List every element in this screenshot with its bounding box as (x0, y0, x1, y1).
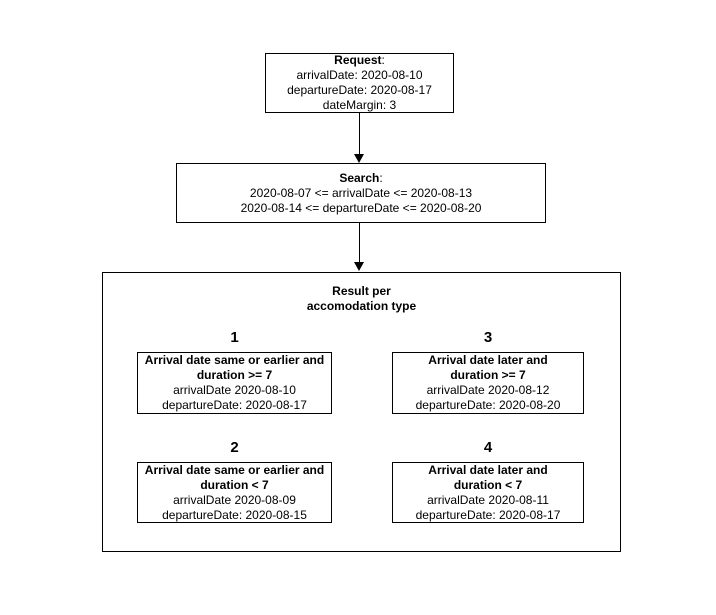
search-arrival-range-line: 2020-08-07 <= arrivalDate <= 2020-08-13 (249, 185, 473, 200)
case-2-condition-line2: duration < 7 (200, 477, 269, 492)
request-box: Request: arrivalDate: 2020-08-10 departu… (265, 53, 454, 113)
search-box-title: Search: (177, 171, 545, 186)
case-1-departure: departureDate: 2020-08-17 (162, 398, 307, 412)
case-4-arrival: arrivalDate 2020-08-11 (427, 492, 549, 507)
case-1-condition-line1: Arrival date same or earlier and (144, 353, 325, 367)
case-box-2: Arrival date same or earlier and duratio… (137, 462, 332, 523)
case-1-condition-line2: duration >= 7 (196, 368, 273, 382)
case-1-arrival: arrivalDate 2020-08-10 (173, 383, 296, 397)
case-number-4: 4 (483, 439, 493, 456)
result-title-line1: Result per (332, 284, 391, 298)
case-box-4: Arrival date later and duration < 7 arri… (392, 462, 584, 523)
case-4-departure: departureDate: 2020-08-17 (415, 507, 561, 522)
case-box-3: Arrival date later and duration >= 7 arr… (392, 352, 584, 414)
request-title-text: Request (334, 53, 382, 67)
search-title-text: Search (339, 170, 380, 185)
request-departure-line: departureDate: 2020-08-17 (287, 83, 432, 97)
case-3-condition-line2: duration >= 7 (450, 368, 526, 382)
case-number-3: 3 (483, 329, 493, 346)
case-2-condition-line1: Arrival date same or earlier and (144, 462, 325, 477)
arrow-request-to-search-head-icon (354, 154, 364, 163)
case-box-1: Arrival date same or earlier and duratio… (137, 352, 332, 414)
case-3-departure: departureDate: 2020-08-20 (415, 398, 561, 412)
result-title-line2: accomodation type (306, 299, 417, 313)
case-3-condition-line1: Arrival date later and (428, 353, 548, 367)
case-4-condition-line1: Arrival date later and (428, 462, 548, 477)
arrow-search-to-result-head-icon (354, 262, 364, 271)
case-3-arrival: arrivalDate 2020-08-12 (426, 383, 550, 397)
result-container-title: Result per accomodation type (103, 284, 620, 314)
search-box: Search: 2020-08-07 <= arrivalDate <= 202… (176, 163, 546, 223)
case-number-2: 2 (230, 439, 239, 456)
request-title-colon: : (381, 53, 385, 67)
arrow-search-to-result-line (359, 223, 360, 263)
case-number-1: 1 (230, 329, 239, 346)
case-4-condition-line2: duration < 7 (453, 477, 523, 492)
request-margin-line: dateMargin: 3 (322, 98, 397, 112)
request-box-title: Request: (266, 53, 453, 68)
arrow-request-to-search-line (359, 113, 360, 155)
case-2-departure: departureDate: 2020-08-15 (162, 507, 307, 522)
search-title-colon: : (379, 170, 383, 185)
search-departure-range-line: 2020-08-14 <= departureDate <= 2020-08-2… (240, 200, 482, 215)
case-2-arrival: arrivalDate 2020-08-09 (173, 492, 296, 507)
request-arrival-line: arrivalDate: 2020-08-10 (296, 68, 423, 82)
